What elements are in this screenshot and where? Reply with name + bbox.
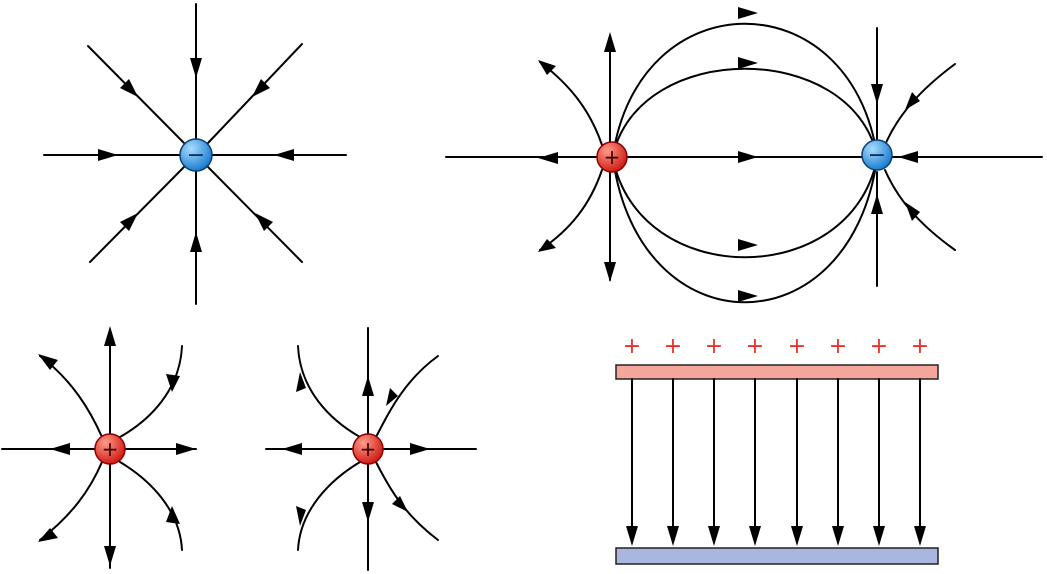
field-line-arc-bottom-inner — [612, 158, 878, 259]
negative-plate — [615, 547, 939, 565]
arrow-head — [873, 526, 885, 546]
plus-sign: + — [623, 334, 641, 359]
arrow-head — [791, 526, 803, 546]
arrow-head — [252, 79, 270, 97]
arrow-head — [667, 526, 679, 546]
dipole-field-panel: + − — [445, 7, 1043, 304]
arrow-head — [738, 239, 758, 251]
arrow-head — [104, 326, 116, 346]
arrow-head — [386, 388, 398, 406]
arrow-head — [604, 32, 616, 52]
charge-sign: − — [868, 143, 886, 168]
arrow-head — [190, 232, 202, 252]
negative-charge — [179, 138, 213, 172]
positive-plate — [615, 364, 939, 380]
arrow-head — [626, 526, 638, 546]
charge-sign: + — [604, 145, 621, 169]
arrow-head — [362, 376, 374, 396]
arrow-head — [538, 60, 556, 75]
arrow-head — [538, 152, 558, 164]
field-line-negative-lower-right — [884, 169, 956, 251]
arrow-head — [190, 58, 202, 78]
field-line-bottom-right — [207, 166, 303, 263]
plus-sign: + — [746, 334, 764, 359]
arrow-head — [104, 546, 116, 566]
arrow-head — [914, 526, 926, 546]
field-line-upper-left-curve — [297, 345, 361, 438]
plus-sign: + — [664, 334, 682, 359]
arrow-head — [50, 443, 70, 455]
arrow-head — [738, 290, 758, 302]
arrow-head — [296, 506, 306, 526]
field-line-positive-upper-left — [539, 61, 603, 146]
arrow-head — [296, 372, 306, 392]
arrow-head — [38, 354, 58, 370]
arrow-head — [871, 84, 883, 104]
arrow-head — [166, 374, 180, 392]
arrow-head — [738, 57, 758, 69]
field-line-positive-lower-left — [539, 169, 603, 251]
field-line-upper-right-curve — [119, 345, 183, 438]
arrow-head — [410, 443, 430, 455]
field-line-negative-upper-right — [884, 63, 956, 146]
arrow-head — [98, 149, 118, 161]
arrow-head — [738, 151, 758, 163]
field-line-arc-top-outer — [612, 22, 878, 156]
positive-charge — [596, 141, 628, 173]
arrow-head — [538, 239, 556, 252]
arrow-head — [120, 213, 138, 231]
field-line-arc-top-inner — [612, 67, 878, 156]
bent-positive-charge-panel-right: + — [265, 327, 477, 571]
field-line-lower-left-curve — [39, 461, 103, 541]
plus-sign: + — [705, 334, 723, 359]
arrow-head — [749, 526, 761, 546]
plus-sign: + — [829, 334, 847, 359]
top-plate-charge-signs: + + + + + + + + — [623, 334, 929, 359]
arrow-head — [898, 151, 918, 163]
plus-sign: + — [911, 334, 929, 359]
arrow-head — [166, 506, 180, 524]
positive-charge — [352, 433, 384, 465]
uniform-field-lines — [626, 378, 926, 546]
field-line-lower-right-curve — [119, 461, 183, 551]
arrow-head — [905, 202, 920, 221]
plus-sign: + — [788, 334, 806, 359]
arrow-head — [871, 194, 883, 214]
arrow-head — [392, 496, 408, 512]
charge-sign: + — [102, 437, 119, 461]
arrow-head — [255, 213, 273, 231]
field-line-lower-left-curve — [297, 461, 361, 551]
charge-sign: − — [187, 143, 205, 168]
arrow-head — [120, 79, 138, 97]
arrow-head — [832, 526, 844, 546]
negative-charge — [861, 139, 893, 171]
positive-charge — [94, 433, 126, 465]
charge-sign: + — [360, 437, 377, 461]
field-line-arc-bottom-outer — [612, 158, 878, 304]
arrow-head — [604, 262, 616, 282]
field-line-lower-right-curve — [375, 461, 439, 541]
arrow-head — [708, 526, 720, 546]
arrow-head — [738, 7, 758, 19]
field-line-upper-right-curve — [375, 355, 439, 438]
arrow-head — [274, 149, 294, 161]
arrow-head — [176, 443, 196, 455]
arrow-head — [282, 443, 302, 455]
plus-sign: + — [870, 334, 888, 359]
arrow-head — [362, 502, 374, 522]
arrow-head — [38, 528, 58, 542]
parallel-plate-capacitor-panel: + + + + + + + + — [615, 334, 939, 565]
bent-positive-charge-panel-left: + — [1, 326, 197, 569]
negative-charge-field-panel: − — [43, 3, 347, 305]
arrow-head — [905, 92, 920, 110]
